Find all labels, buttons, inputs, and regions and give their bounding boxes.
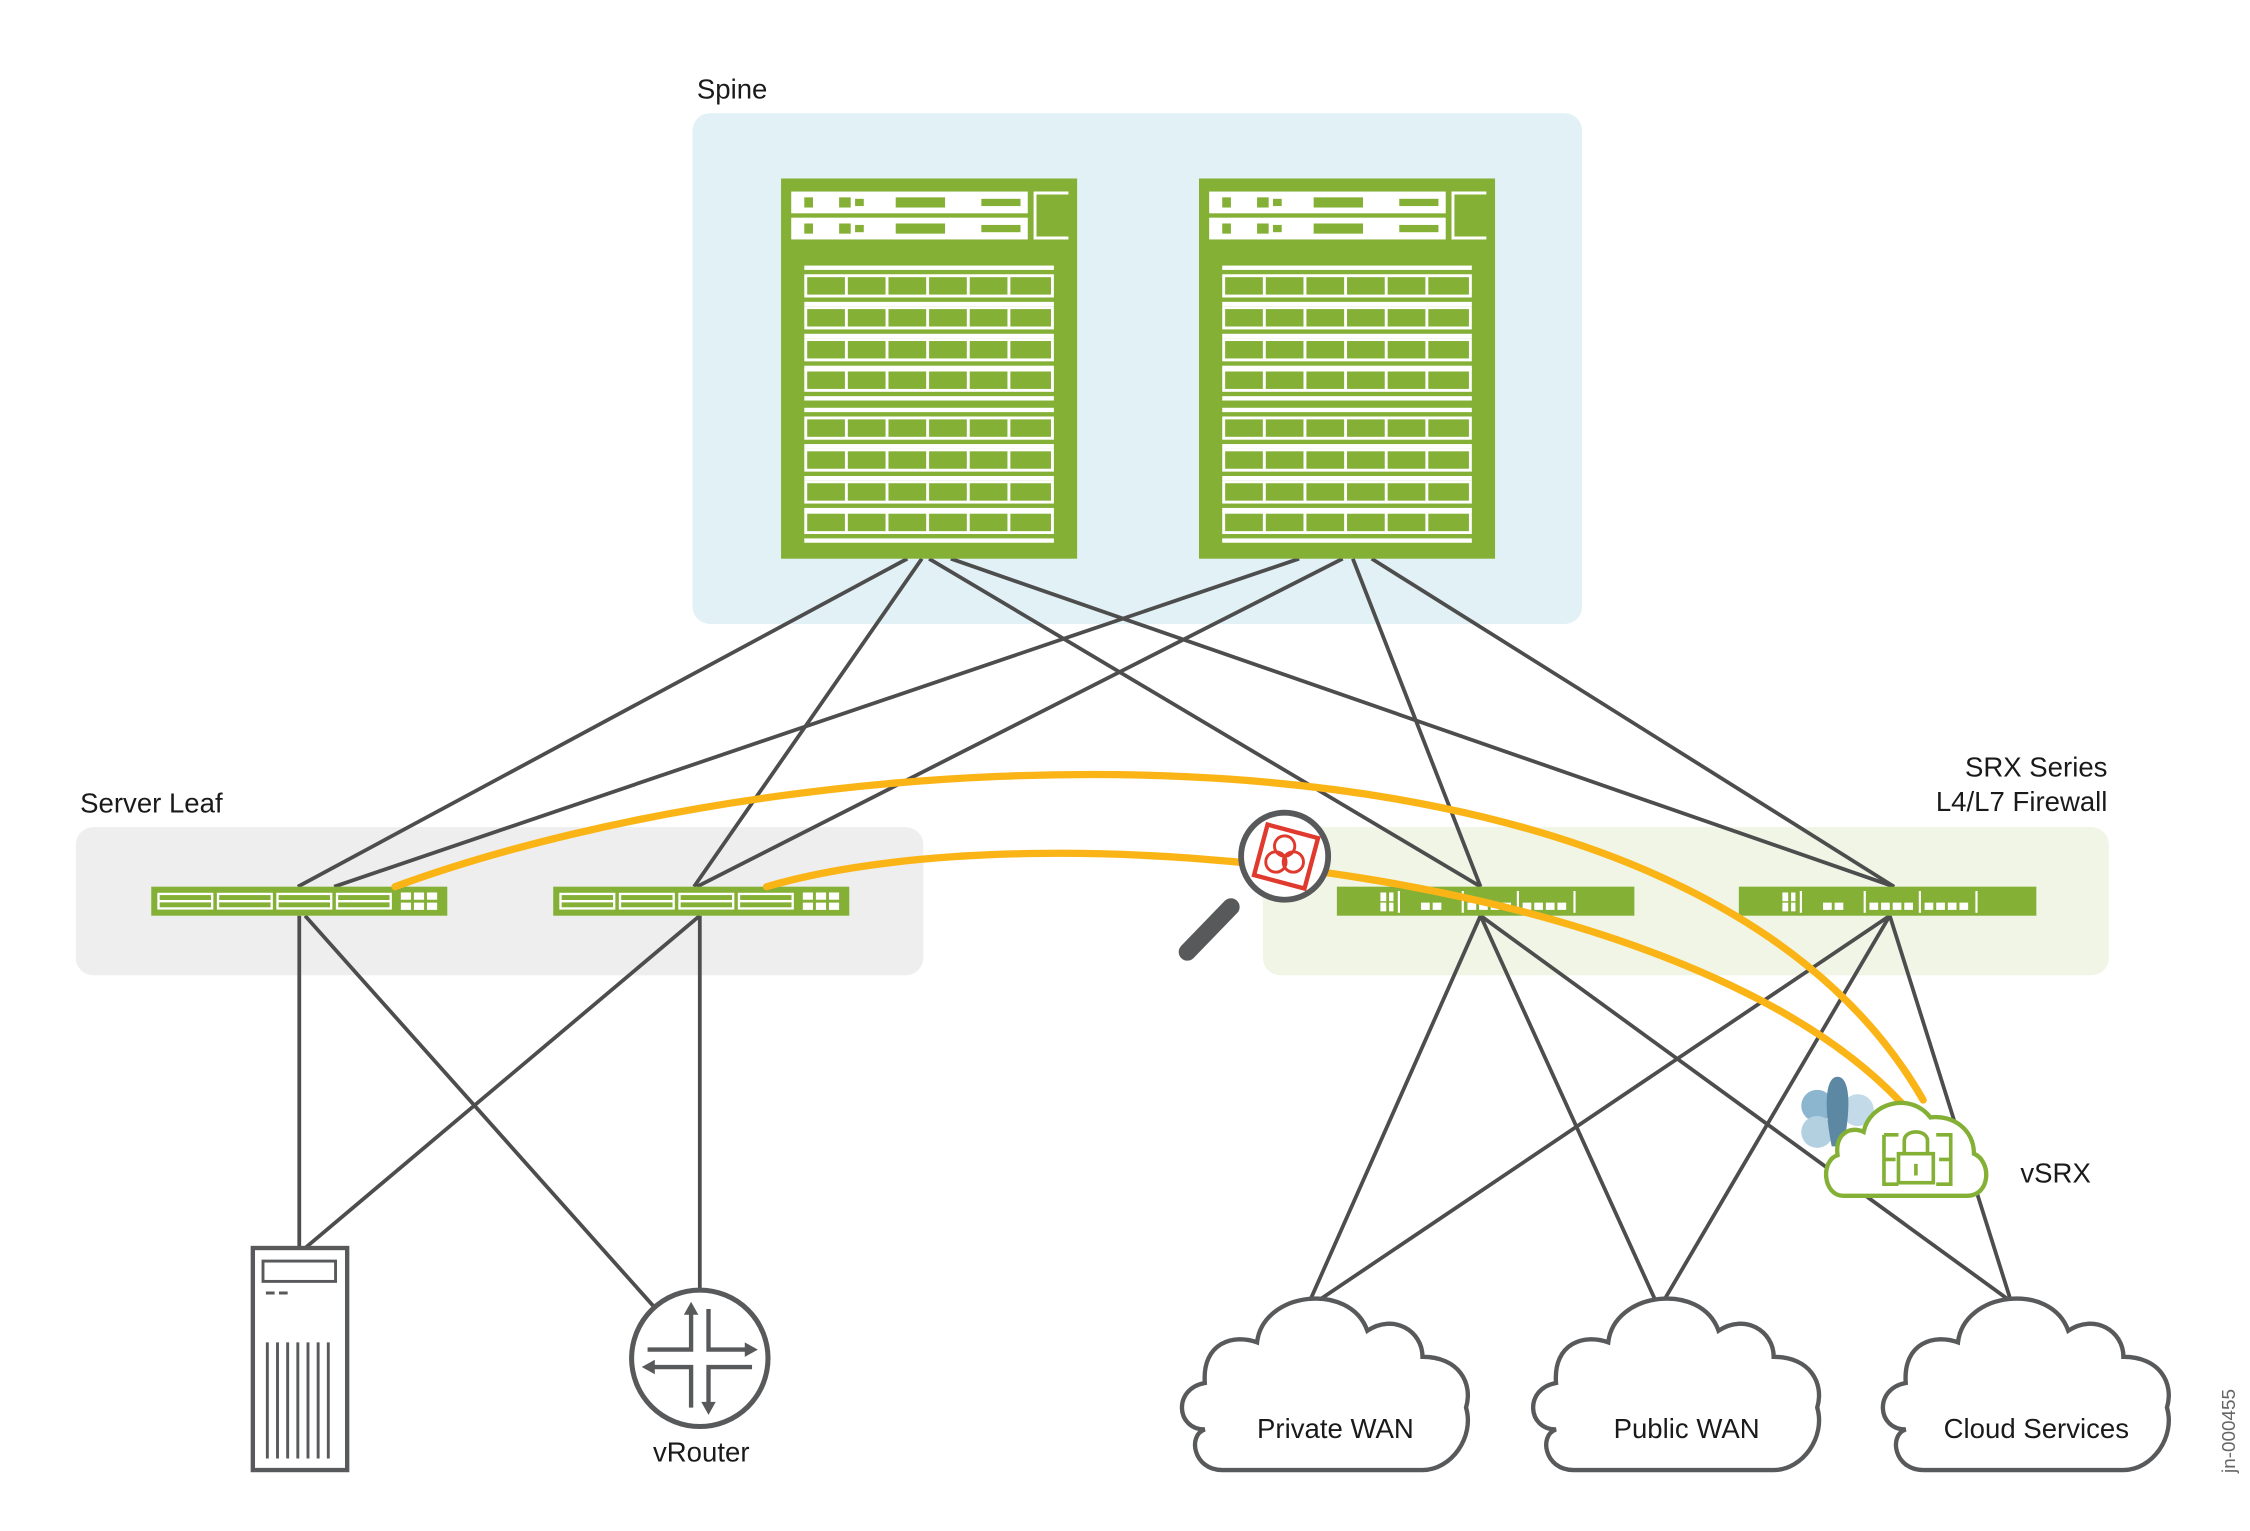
traffic-flow-leaf2-to-vsrx xyxy=(762,849,1906,1107)
server-icon[interactable] xyxy=(250,1245,350,1473)
server-leaf-switch-1[interactable] xyxy=(150,885,449,917)
vsrx-label: vSRX xyxy=(2020,1158,2090,1189)
magnifier-biohazard-icon xyxy=(1178,809,1332,961)
spine-switch-2[interactable] xyxy=(1199,178,1495,558)
figure-id: jn-000455 xyxy=(2218,1389,2239,1474)
private-wan-cloud[interactable]: Private WAN xyxy=(1182,1299,1468,1470)
public-wan-cloud[interactable]: Public WAN xyxy=(1533,1299,1819,1470)
cloud-services-cloud[interactable]: Cloud Services xyxy=(1883,1299,2169,1470)
public-wan-label: Public WAN xyxy=(1614,1413,1760,1444)
traffic-flow-leaf1-to-vsrx xyxy=(391,770,1927,1104)
vrouter-label: vRouter xyxy=(653,1436,750,1467)
links xyxy=(296,556,2013,1308)
srx-firewall-2[interactable] xyxy=(1738,886,2037,916)
private-wan-label: Private WAN xyxy=(1257,1413,1414,1444)
cloud-services-label: Cloud Services xyxy=(1944,1413,2129,1444)
spine-label: Spine xyxy=(697,74,768,105)
vsrx-cloud-lock-icon[interactable] xyxy=(1801,1076,1989,1198)
server-leaf-switch-2[interactable] xyxy=(552,885,851,917)
router-icon[interactable] xyxy=(629,1287,771,1430)
srx-series-label: SRX Series xyxy=(1965,751,2107,782)
server-leaf-label: Server Leaf xyxy=(80,788,223,819)
spine-switch-1[interactable] xyxy=(781,178,1077,558)
srx-firewall-label: L4/L7 Firewall xyxy=(1936,786,2108,817)
